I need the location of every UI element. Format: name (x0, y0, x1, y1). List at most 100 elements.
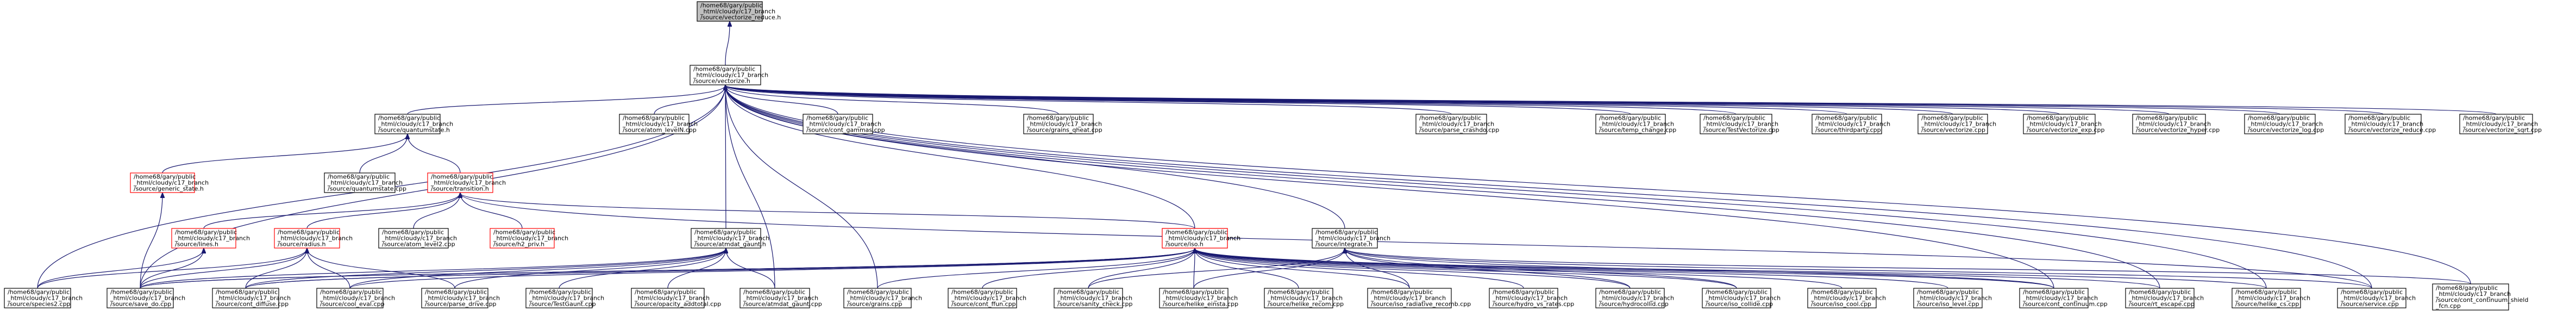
edge-quantumstate_h-to-vectorize (407, 85, 725, 115)
node-label-line: _html/cloudy/c17_branch (1599, 121, 1674, 128)
node-grains_cpp[interactable]: /home68/gary/public_html/cloudy/c17_bran… (843, 288, 922, 308)
node-label-line: _html/cloudy/c17_branch (1921, 121, 1996, 128)
node-box (130, 172, 195, 193)
edge-hydrocollid-to-integrate_h (1345, 249, 1631, 289)
node-atom_level2[interactable]: /home68/gary/public_html/cloudy/c17_bran… (378, 228, 457, 249)
node-cont_continuum_shield[interactable]: /home68/gary/public_html/cloudy/c17_bran… (2432, 283, 2528, 311)
edge-helike_einsta-to-iso_h (1194, 249, 1195, 289)
edge-rt_escape-to-iso_h (1195, 249, 2160, 289)
edge-atom_levelN-to-vectorize (654, 85, 725, 115)
node-quantumstate_h[interactable]: /home68/gary/public_html/cloudy/c17_bran… (374, 114, 453, 134)
edge-sanity_check-to-integrate_h (1088, 249, 1345, 289)
node-iso_h[interactable]: /home68/gary/public_html/cloudy/c17_bran… (1162, 228, 1240, 249)
node-helike_recom[interactable]: /home68/gary/public_html/cloudy/c17_bran… (1264, 288, 1344, 308)
node-label-line: _html/cloudy/c17_branch (951, 295, 1026, 302)
node-lines_h[interactable]: /home68/gary/public_html/cloudy/c17_bran… (171, 228, 250, 249)
node-box (1595, 288, 1665, 308)
node-service_cpp[interactable]: /home68/gary/public_html/cloudy/c17_bran… (2337, 288, 2416, 308)
node-box (2132, 114, 2206, 134)
node-label-line: /source/radius.h (278, 241, 325, 248)
node-label-line: _html/cloudy/c17_branch (1599, 295, 1674, 302)
node-box (1812, 114, 1882, 134)
edge-vectorize-to-root (725, 22, 730, 66)
node-cool_eval[interactable]: /home68/gary/public_html/cloudy/c17_bran… (316, 288, 395, 308)
node-label-line: /home68/gary/public (1917, 289, 1979, 296)
edge-quantumstate_cpp-to-quantumstate_h (359, 134, 408, 174)
node-label-line: _html/cloudy/c17_branch (2462, 121, 2538, 128)
node-atmdat_gaunt_h[interactable]: /home68/gary/public_html/cloudy/c17_bran… (691, 228, 769, 249)
node-iso_cool[interactable]: /home68/gary/public_html/cloudy/c17_bran… (1807, 288, 1886, 308)
edge-testvectorize-to-vectorize (725, 85, 1737, 115)
node-label-line: /source/helike_einsta.cpp (1163, 301, 1238, 308)
node-label-line: /home68/gary/public (1165, 229, 1227, 236)
node-cont_gammas[interactable]: /home68/gary/public_html/cloudy/c17_bran… (803, 114, 885, 134)
node-label-line: _html/cloudy/c17_branch (1057, 295, 1132, 302)
node-label-line: /home68/gary/public (2235, 289, 2297, 296)
node-vectorize_reduce[interactable]: /home68/gary/public_html/cloudy/c17_bran… (2345, 114, 2436, 134)
node-label-line: /source/generic_state.h (134, 185, 204, 193)
node-helike_cs[interactable]: /home68/gary/public_html/cloudy/c17_bran… (2232, 288, 2310, 308)
node-label-line: /source/thirdparty.cpp (1815, 127, 1881, 134)
node-label-line: /source/iso_radiative_recomb.cpp (1371, 301, 1471, 308)
edge-grains_cpp-to-vectorize (725, 85, 878, 289)
node-vectorize[interactable]: /home68/gary/public_html/cloudy/c17_bran… (690, 65, 768, 85)
node-label-line: /home68/gary/public (1599, 115, 1661, 122)
node-vectorize_exp[interactable]: /home68/gary/public_html/cloudy/c17_bran… (2023, 114, 2105, 134)
node-iso_radiative_recomb[interactable]: /home68/gary/public_html/cloudy/c17_bran… (1367, 288, 1471, 308)
node-testvectorize[interactable]: /home68/gary/public_html/cloudy/c17_bran… (1700, 114, 1779, 134)
node-hydrocollid[interactable]: /home68/gary/public_html/cloudy/c17_bran… (1595, 288, 1674, 308)
node-h2_priv[interactable]: /home68/gary/public_html/cloudy/c17_bran… (490, 228, 568, 249)
node-parse_crashdo[interactable]: /home68/gary/public_html/cloudy/c17_bran… (1415, 114, 1499, 134)
node-species2[interactable]: /home68/gary/public_html/cloudy/c17_bran… (4, 288, 83, 308)
node-label-line: /home68/gary/public (175, 229, 237, 236)
node-integrate_h[interactable]: /home68/gary/public_html/cloudy/c17_bran… (1312, 228, 1390, 249)
node-helike_einsta[interactable]: /home68/gary/public_html/cloudy/c17_bran… (1159, 288, 1238, 308)
node-label-line: /source/temp_change.cpp (1599, 127, 1676, 134)
node-transition_h[interactable]: /home68/gary/public_html/cloudy/c17_bran… (427, 172, 506, 193)
node-vectorize_log[interactable]: /home68/gary/public_html/cloudy/c17_bran… (2244, 114, 2324, 134)
node-label-line: _html/cloudy/c17_branch (1492, 295, 1568, 302)
node-box (1054, 288, 1123, 308)
node-iso_level[interactable]: /home68/gary/public_html/cloudy/c17_bran… (1913, 288, 1992, 308)
node-sanity_check[interactable]: /home68/gary/public_html/cloudy/c17_bran… (1054, 288, 1132, 308)
node-label-line: _html/cloudy/c17_branch (430, 180, 506, 187)
node-label-line: /source/iso_collide.cpp (1706, 301, 1773, 308)
node-thirdparty[interactable]: /home68/gary/public_html/cloudy/c17_bran… (1812, 114, 1890, 134)
node-box (374, 114, 441, 134)
node-label-line: /home68/gary/public (1371, 289, 1433, 296)
node-atom_levelN[interactable]: /home68/gary/public_html/cloudy/c17_bran… (619, 114, 698, 134)
edge-atmdat_gaunt_h-to-vectorize (725, 85, 726, 229)
node-cont_continuum[interactable]: /home68/gary/public_html/cloudy/c17_bran… (2019, 288, 2108, 308)
node-box (2345, 114, 2422, 134)
node-iso_collide[interactable]: /home68/gary/public_html/cloudy/c17_bran… (1702, 288, 1781, 308)
node-label-line: _html/cloudy/c17_branch (693, 72, 768, 79)
edge-testgaunt-to-atmdat_gaunt_h (559, 249, 726, 289)
node-label-line: /home68/gary/public (1599, 289, 1661, 296)
node-vectorize_hyper[interactable]: /home68/gary/public_html/cloudy/c17_bran… (2132, 114, 2220, 134)
edge-sanity_check-to-iso_h (1088, 249, 1195, 289)
node-vectorize_cpp[interactable]: /home68/gary/public_html/cloudy/c17_bran… (1917, 114, 1996, 134)
node-label-line: _html/cloudy/c17_branch (529, 295, 604, 302)
node-radius_h[interactable]: /home68/gary/public_html/cloudy/c17_bran… (274, 228, 353, 249)
node-parse_drive[interactable]: /home68/gary/public_html/cloudy/c17_bran… (421, 288, 500, 308)
node-cont_diffuse[interactable]: /home68/gary/public_html/cloudy/c17_bran… (212, 288, 291, 308)
node-box (691, 228, 761, 249)
node-label-line: _html/cloudy/c17_branch (381, 235, 457, 242)
node-generic_state[interactable]: /home68/gary/public_html/cloudy/c17_bran… (130, 172, 209, 193)
node-box (690, 65, 761, 85)
node-atmdat_gaunt_cpp[interactable]: /home68/gary/public_html/cloudy/c17_bran… (739, 288, 822, 308)
node-hydro_vs_rates[interactable]: /home68/gary/public_html/cloudy/c17_bran… (1489, 288, 1574, 308)
node-label-line: /source/save_do.cpp (110, 301, 171, 308)
node-quantumstate_cpp[interactable]: /home68/gary/public_html/cloudy/c17_bran… (324, 172, 406, 193)
node-vectorize_sqrt[interactable]: /home68/gary/public_html/cloudy/c17_bran… (2459, 114, 2542, 134)
node-opacity_addtotal[interactable]: /home68/gary/public_html/cloudy/c17_bran… (631, 288, 721, 308)
node-box (525, 288, 593, 308)
node-grains_qheat[interactable]: /home68/gary/public_html/cloudy/c17_bran… (1023, 114, 1102, 134)
node-temp_change[interactable]: /home68/gary/public_html/cloudy/c17_bran… (1595, 114, 1676, 134)
node-cont_ffun[interactable]: /home68/gary/public_html/cloudy/c17_bran… (948, 288, 1026, 308)
node-label-line: _html/cloudy/c17_branch (133, 180, 209, 187)
node-rt_escape[interactable]: /home68/gary/public_html/cloudy/c17_bran… (2125, 288, 2204, 308)
node-box (1367, 288, 1452, 308)
node-save_do[interactable]: /home68/gary/public_html/cloudy/c17_bran… (106, 288, 185, 308)
node-testgaunt[interactable]: /home68/gary/public_html/cloudy/c17_bran… (525, 288, 604, 308)
